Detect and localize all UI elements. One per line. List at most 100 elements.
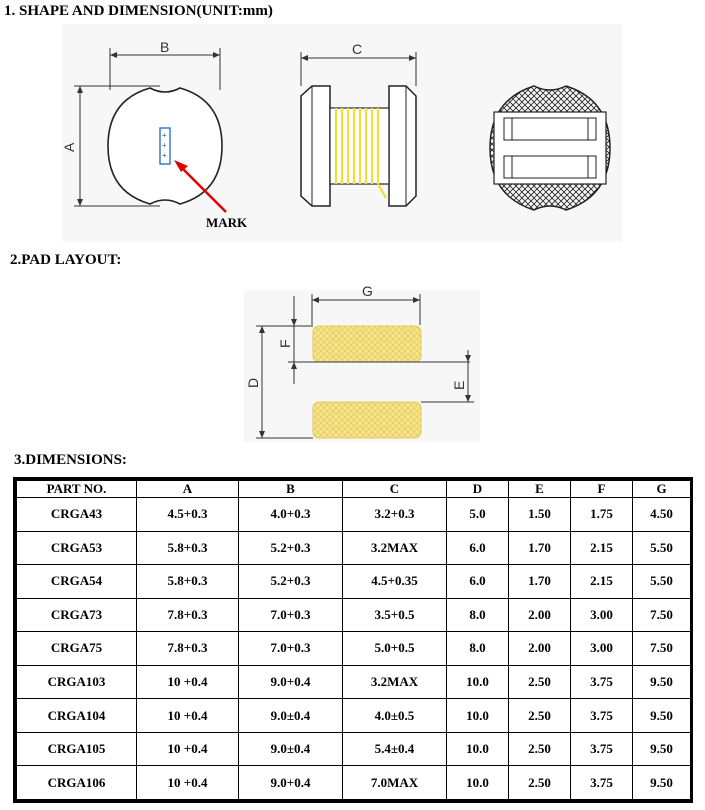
table-cell: 5.8+0.3: [136, 564, 239, 599]
table-header-row: PART NO. A B C D E F G: [16, 480, 691, 498]
table-cell: CRGA54: [16, 564, 137, 599]
table-cell: 10 +0.4: [136, 765, 239, 800]
pad-e-label: E: [451, 381, 467, 390]
header-g: G: [632, 480, 691, 498]
table-cell: 7.0+0.3: [238, 631, 343, 666]
header-c: C: [342, 480, 447, 498]
svg-text:+: +: [162, 131, 167, 140]
table-cell: 3.2+0.3: [342, 497, 447, 532]
table-cell: 6.0: [446, 564, 509, 599]
table-cell: 9.0±0.4: [238, 698, 343, 733]
table-cell: 2.50: [508, 664, 571, 700]
table-cell: 10.0: [446, 731, 509, 767]
table-cell: 9.50: [632, 698, 691, 733]
table-cell: 7.8+0.3: [136, 597, 239, 633]
pad-d-label: D: [245, 378, 261, 388]
header-part-no: PART NO.: [16, 480, 137, 498]
table-cell: 1.70: [508, 564, 571, 599]
table-cell: 7.50: [632, 631, 691, 666]
winding: [334, 108, 387, 199]
table-cell: 9.0±0.4: [238, 731, 343, 767]
table-cell: 10 +0.4: [136, 664, 239, 700]
table-cell: 5.50: [632, 564, 691, 599]
header-d: D: [446, 480, 509, 498]
section-heading-pad: 2.PAD LAYOUT:: [10, 252, 122, 268]
table-cell: 2.15: [570, 530, 633, 566]
table-cell: 9.0+0.4: [238, 765, 343, 800]
table-cell: 7.50: [632, 597, 691, 633]
table-cell: 10 +0.4: [136, 698, 239, 733]
table-cell: CRGA75: [16, 631, 137, 666]
table-cell: 9.0+0.4: [238, 664, 343, 700]
table-cell: 5.2+0.3: [238, 564, 343, 599]
table-cell: 3.75: [570, 698, 633, 733]
table-cell: 3.2MAX: [342, 530, 447, 566]
table-cell: 6.0: [446, 530, 509, 566]
table-cell: 4.50: [632, 497, 691, 532]
top-pad: [312, 325, 422, 363]
cross-section-drawing: [489, 85, 611, 211]
table-cell: 3.5+0.5: [342, 597, 447, 633]
mark-box: [159, 127, 171, 165]
svg-text:+: +: [162, 141, 167, 150]
header-b: B: [238, 480, 343, 498]
table-cell: 3.00: [570, 631, 633, 666]
table-cell: 2.15: [570, 564, 633, 599]
table-cell: 7.0MAX: [342, 765, 447, 800]
table-cell: 1.70: [508, 530, 571, 566]
table-cell: CRGA105: [16, 731, 137, 767]
side-view-drawing: C: [300, 41, 417, 207]
table-cell: 8.0: [446, 597, 509, 633]
table-cell: 2.50: [508, 698, 571, 733]
table-cell: 9.50: [632, 664, 691, 700]
table-cell: 1.75: [570, 497, 633, 532]
table-cell: 2.50: [508, 731, 571, 767]
table-cell: 5.2+0.3: [238, 530, 343, 566]
table-cell: 5.8+0.3: [136, 530, 239, 566]
mark-label: MARK: [206, 215, 248, 230]
pad-f-label: F: [277, 339, 293, 348]
dim-a-label: A: [61, 142, 77, 152]
table-cell: 9.50: [632, 765, 691, 800]
table-cell: 7.0+0.3: [238, 597, 343, 633]
table-cell: CRGA53: [16, 530, 137, 566]
table-cell: 3.75: [570, 664, 633, 700]
table-cell: 7.8+0.3: [136, 631, 239, 666]
table-cell: 5.0+0.5: [342, 631, 447, 666]
dim-b-label: B: [160, 39, 169, 55]
table-cell: 3.00: [570, 597, 633, 633]
table-cell: CRGA73: [16, 597, 137, 633]
table-cell: 4.0±0.5: [342, 698, 447, 733]
table-cell: 5.50: [632, 530, 691, 566]
table-cell: 8.0: [446, 631, 509, 666]
front-view-drawing: B A + + + MARK: [61, 39, 248, 230]
table-cell: CRGA43: [16, 497, 137, 532]
table-cell: 10.0: [446, 664, 509, 700]
table-cell: 1.50: [508, 497, 571, 532]
table-cell: CRGA106: [16, 765, 137, 800]
table-cell: 5.4±0.4: [342, 731, 447, 767]
table-cell: 2.50: [508, 765, 571, 800]
pad-layout-drawing: G D F E: [245, 283, 474, 439]
pad-g-label: G: [362, 283, 373, 299]
table-cell: 10 +0.4: [136, 731, 239, 767]
mark-arrow: [177, 163, 227, 213]
table-cell: 4.0+0.3: [238, 497, 343, 532]
table-cell: 5.0: [446, 497, 509, 532]
table-cell: 10.0: [446, 698, 509, 733]
header-f: F: [570, 480, 633, 498]
header-e: E: [508, 480, 571, 498]
table-cell: 9.50: [632, 731, 691, 767]
table-cell: 10.0: [446, 765, 509, 800]
table-cell: CRGA103: [16, 664, 137, 700]
table-cell: 3.75: [570, 731, 633, 767]
table-cell: CRGA104: [16, 698, 137, 733]
svg-text:+: +: [162, 151, 167, 160]
bottom-pad: [312, 401, 422, 439]
table-cell: 3.2MAX: [342, 664, 447, 700]
